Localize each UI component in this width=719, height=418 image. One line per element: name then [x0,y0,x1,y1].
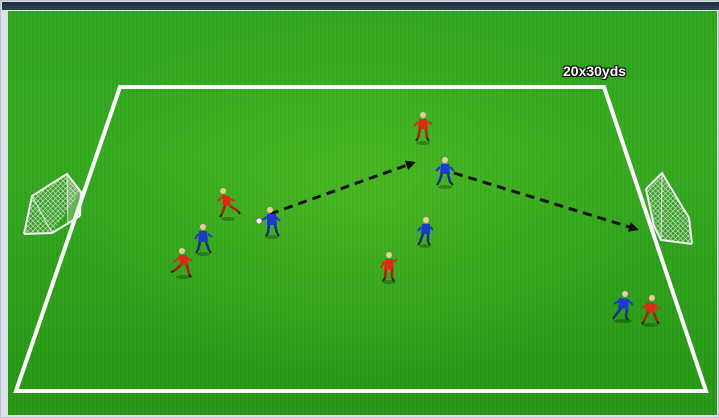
soccer-ball-icon [256,218,262,224]
window-top-bar [2,2,719,10]
pass-arrow-2 [454,173,636,229]
pass-arrow-1 [270,163,413,214]
red-player [381,252,397,284]
soccer-field: 20x30yds [8,11,717,415]
blue-player [195,224,212,256]
blue-player [436,157,454,189]
red-player [171,248,192,279]
field-dimension-label: 20x30yds [563,63,626,79]
blue-player [613,291,633,323]
red-player [642,295,660,327]
red-player [414,112,432,145]
red-player [218,188,240,221]
blue-player [418,217,433,248]
pitch-boundary [16,87,706,391]
